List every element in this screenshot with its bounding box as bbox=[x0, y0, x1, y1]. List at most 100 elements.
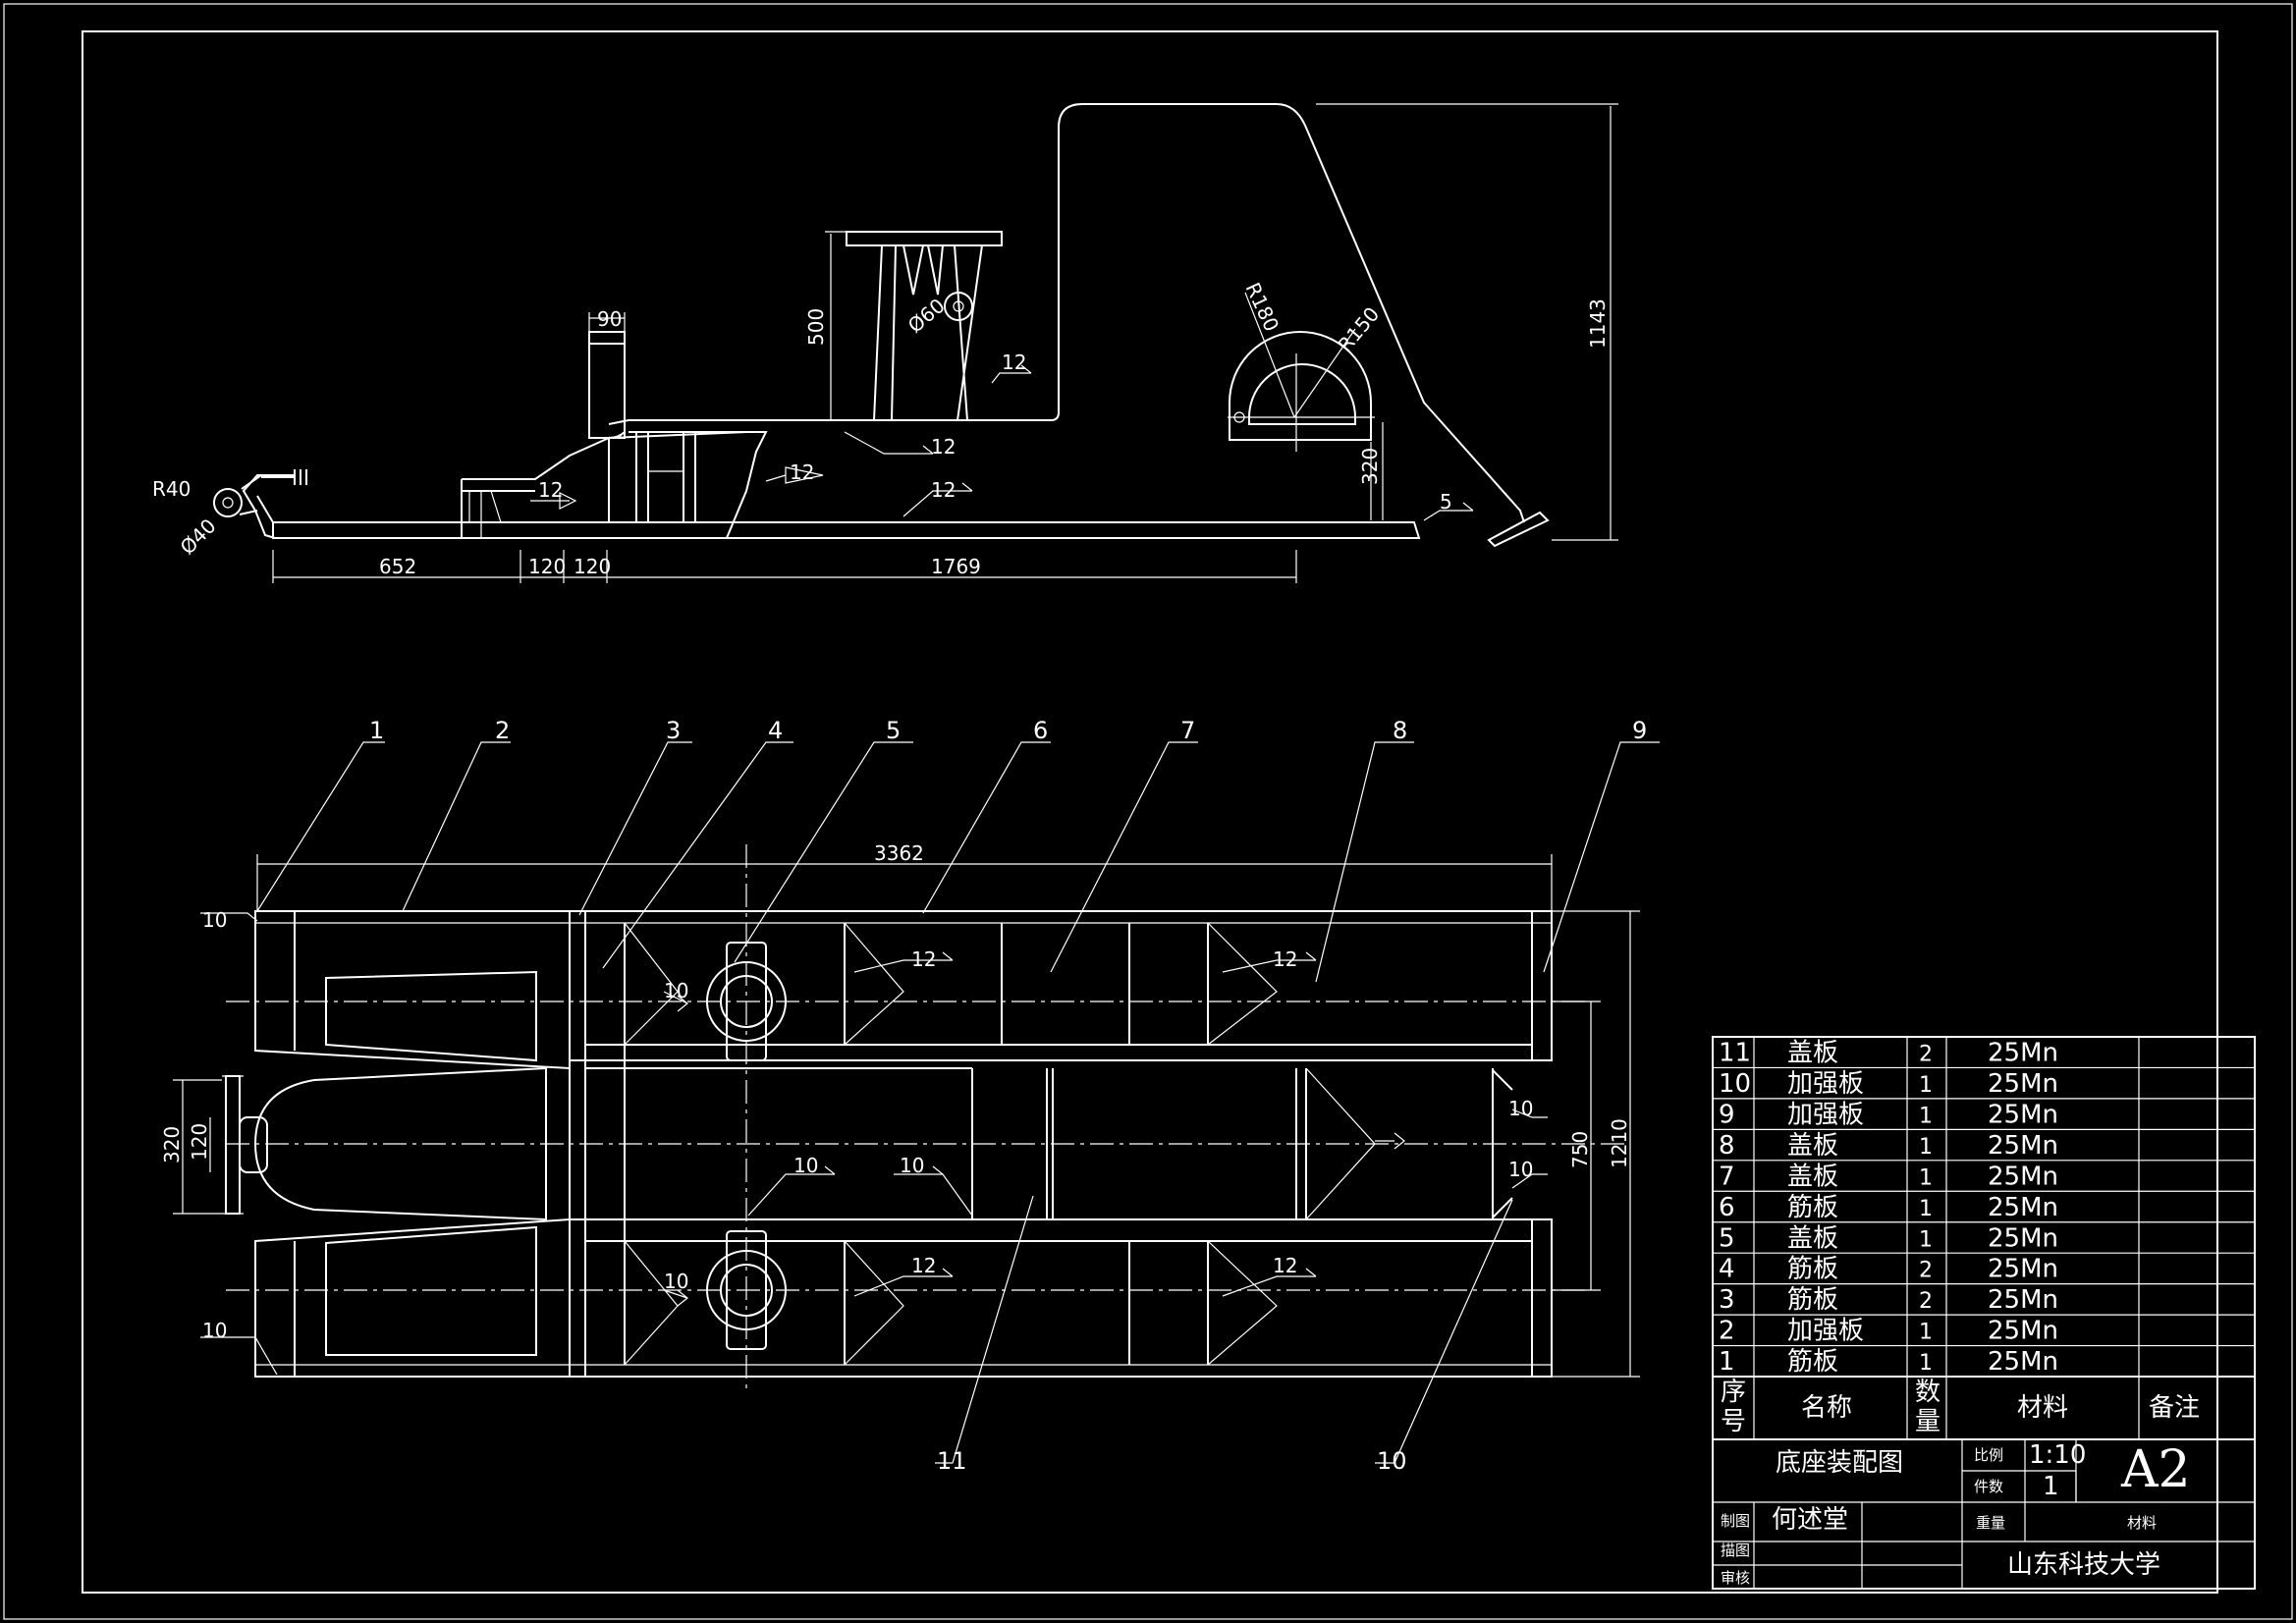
scale-value: 1:10 bbox=[2029, 1440, 2086, 1470]
inner-border bbox=[82, 30, 2218, 1594]
bom-cell-name: 盖板 bbox=[1787, 1162, 1838, 1191]
bom-cell-name: 盖板 bbox=[1787, 1131, 1838, 1161]
balloon-8: 8 bbox=[1393, 717, 1407, 744]
bom-cell-qty: 1 bbox=[1919, 1197, 1933, 1221]
dim-r40: R40 bbox=[152, 477, 191, 501]
scale-label: 比例 bbox=[1974, 1446, 2003, 1464]
weld-12-i: 12 bbox=[1273, 1254, 1297, 1277]
dim-90: 90 bbox=[597, 307, 622, 331]
dim-500: 500 bbox=[804, 308, 828, 346]
bom-cell-qty: 1 bbox=[1919, 1073, 1933, 1098]
weld-12-a: 12 bbox=[1002, 351, 1026, 374]
weld-10-h: 10 bbox=[1508, 1158, 1533, 1181]
outer-border bbox=[3, 3, 2293, 1620]
weld-10-a: 10 bbox=[202, 908, 227, 932]
balloon-3: 3 bbox=[666, 717, 681, 744]
dim-1769: 1769 bbox=[931, 555, 981, 578]
balloon-2: 2 bbox=[495, 717, 510, 744]
bom-cell-qty: 1 bbox=[1919, 1104, 1933, 1128]
header-no-2: 号 bbox=[1721, 1407, 1746, 1436]
bom-cell-name: 筋板 bbox=[1787, 1193, 1838, 1222]
bom-cell-name: 盖板 bbox=[1787, 1039, 1838, 1068]
header-no-1: 序 bbox=[1721, 1378, 1746, 1407]
bom-cell-qty: 2 bbox=[1919, 1259, 1933, 1283]
school-name: 山东科技大学 bbox=[2007, 1550, 2160, 1580]
pieces-value: 1 bbox=[2043, 1472, 2059, 1501]
bom-cell-material: 25Mn bbox=[1988, 1223, 2058, 1253]
bom-cell-name: 筋板 bbox=[1787, 1255, 1838, 1284]
top-view: 3362 320 120 750 1210 10 10 10 10 10 10 … bbox=[160, 717, 1660, 1475]
checked-label: 审核 bbox=[1721, 1569, 1750, 1587]
balloon-10: 10 bbox=[1377, 1447, 1407, 1475]
drawn-by: 何述堂 bbox=[1772, 1505, 1848, 1535]
weld-10-c: 10 bbox=[664, 979, 688, 1002]
bom-cell-qty: 1 bbox=[1919, 1321, 1933, 1345]
bom-table bbox=[1712, 1036, 2256, 1590]
weld-10-d: 10 bbox=[664, 1270, 688, 1293]
bom-rows: 1 1 盖板 2 25Mn 10 加强板 1 25Mn 9 加强板 1 25Mn 8 盖板 1 25Mn 7 盖板 1… bbox=[1719, 1039, 2058, 1378]
dim-1210: 1210 bbox=[1608, 1118, 1631, 1168]
header-name: 名称 bbox=[1801, 1393, 1852, 1423]
bom-cell-name: 筋板 bbox=[1787, 1347, 1838, 1377]
dim-3362: 3362 bbox=[874, 841, 924, 865]
weld-12-c: 12 bbox=[931, 478, 956, 502]
bom-cell-name: 加强板 bbox=[1787, 1317, 1864, 1346]
balloon-7: 7 bbox=[1180, 717, 1195, 744]
bom-cell-no: 9 bbox=[1719, 1100, 1735, 1129]
weld-12-e: 12 bbox=[790, 460, 814, 484]
bom-cell-no: 10 bbox=[1719, 1069, 1751, 1099]
dim-1143: 1143 bbox=[1586, 298, 1610, 349]
dim-320-top: 320 bbox=[160, 1126, 184, 1163]
dim-750: 750 bbox=[1568, 1131, 1592, 1168]
bom-cell-no: 5 bbox=[1719, 1223, 1735, 1253]
balloon-11: 11 bbox=[937, 1447, 967, 1475]
weight-label: 重量 bbox=[1976, 1514, 2005, 1532]
side-view: 90 500 Ø60 1143 R180 R150 320 R40 Ø40 65… bbox=[152, 103, 1618, 583]
bom-cell-material: 25Mn bbox=[1988, 1347, 2058, 1377]
bom-cell-qty: 1 bbox=[1919, 1227, 1933, 1252]
title-block: 底座装配图 比例 1:10 件数 1 重量 材料 A2 制图 何述堂 描图 审核… bbox=[1713, 1378, 2255, 1589]
bom-cell-material: 25Mn bbox=[1988, 1193, 2058, 1222]
header-qty-1: 数 bbox=[1915, 1378, 1941, 1407]
bom-cell-qty: 1 bbox=[1919, 1165, 1933, 1190]
bom-cell-qty: 1 bbox=[1919, 1135, 1933, 1160]
bom-cell-no: 3 bbox=[1719, 1285, 1735, 1315]
bom-cell-name: 筋板 bbox=[1787, 1285, 1838, 1315]
bom-cell-name: 加强板 bbox=[1787, 1100, 1864, 1129]
weld-10-e: 10 bbox=[793, 1154, 818, 1177]
bom-cell-material: 25Mn bbox=[1988, 1317, 2058, 1346]
bom-cell-no: 4 bbox=[1719, 1255, 1735, 1284]
bom-cell-no: 6 bbox=[1719, 1193, 1735, 1222]
weld-5: 5 bbox=[1440, 490, 1452, 514]
pieces-label: 件数 bbox=[1974, 1478, 2003, 1495]
bom-cell-qty: 2 bbox=[1919, 1289, 1933, 1314]
bom-cell-name: 盖板 bbox=[1787, 1223, 1838, 1253]
drawn-label: 制图 bbox=[1721, 1512, 1750, 1530]
bom-cell-material: 25Mn bbox=[1988, 1255, 2058, 1284]
bom-cell-no: 8 bbox=[1719, 1131, 1735, 1161]
balloon-4: 4 bbox=[768, 717, 783, 744]
balloon-5: 5 bbox=[886, 717, 901, 744]
dim-120-a: 120 bbox=[528, 555, 566, 578]
weld-12-d: 12 bbox=[538, 478, 563, 502]
weld-12-g: 12 bbox=[911, 1254, 936, 1277]
bom-cell-no: 2 bbox=[1719, 1317, 1735, 1346]
header-note: 备注 bbox=[2149, 1393, 2200, 1423]
bom-cell-no: 7 bbox=[1719, 1162, 1735, 1191]
weld-12-b: 12 bbox=[931, 435, 956, 459]
weld-12-h: 12 bbox=[1273, 947, 1297, 971]
bom-cell-material: 25Mn bbox=[1988, 1069, 2058, 1099]
balloon-6: 6 bbox=[1033, 717, 1048, 744]
bom-cell-no: 1 bbox=[1719, 1347, 1735, 1377]
bom-cell-material: 25Mn bbox=[1988, 1162, 2058, 1191]
header-material: 材料 bbox=[2017, 1393, 2068, 1423]
bom-cell-material: 25Mn bbox=[1988, 1100, 2058, 1129]
bom-cell-name: 加强板 bbox=[1787, 1069, 1864, 1099]
dim-652: 652 bbox=[379, 555, 416, 578]
weld-10-f: 10 bbox=[900, 1154, 924, 1177]
dim-120-top: 120 bbox=[188, 1123, 211, 1161]
traced-label: 描图 bbox=[1721, 1542, 1750, 1559]
sheet-size: A2 bbox=[2120, 1440, 2191, 1499]
bom-cell-material: 25Mn bbox=[1988, 1285, 2058, 1315]
